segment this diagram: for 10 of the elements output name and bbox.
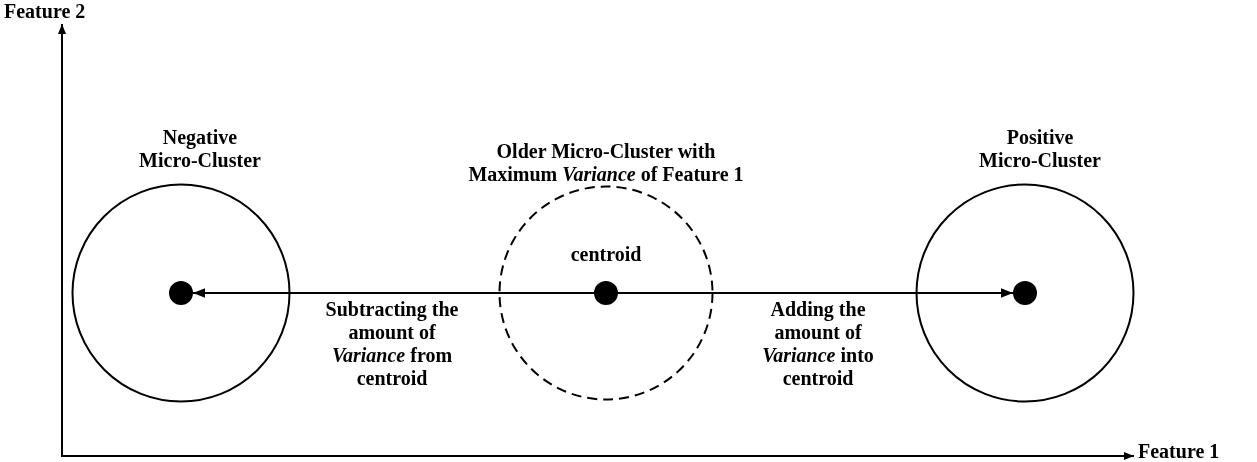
axis-label: Feature 2	[4, 0, 86, 23]
cluster-heading: Negative Micro-Cluster	[138, 126, 262, 172]
edge-label: Subtracting the amount of Variance from centroid	[324, 298, 460, 390]
arrow	[617, 288, 1014, 298]
arrow	[192, 288, 595, 298]
axis-label: Feature 1	[1138, 440, 1220, 462]
cluster-heading: Positive Micro-Cluster	[978, 126, 1102, 172]
point-label: centroid	[569, 243, 643, 266]
cluster-heading: Older Micro-Cluster with Maximum Variance of Feature 1	[467, 140, 745, 186]
edge-label: Adding the amount of Variance into centroid	[761, 298, 875, 390]
